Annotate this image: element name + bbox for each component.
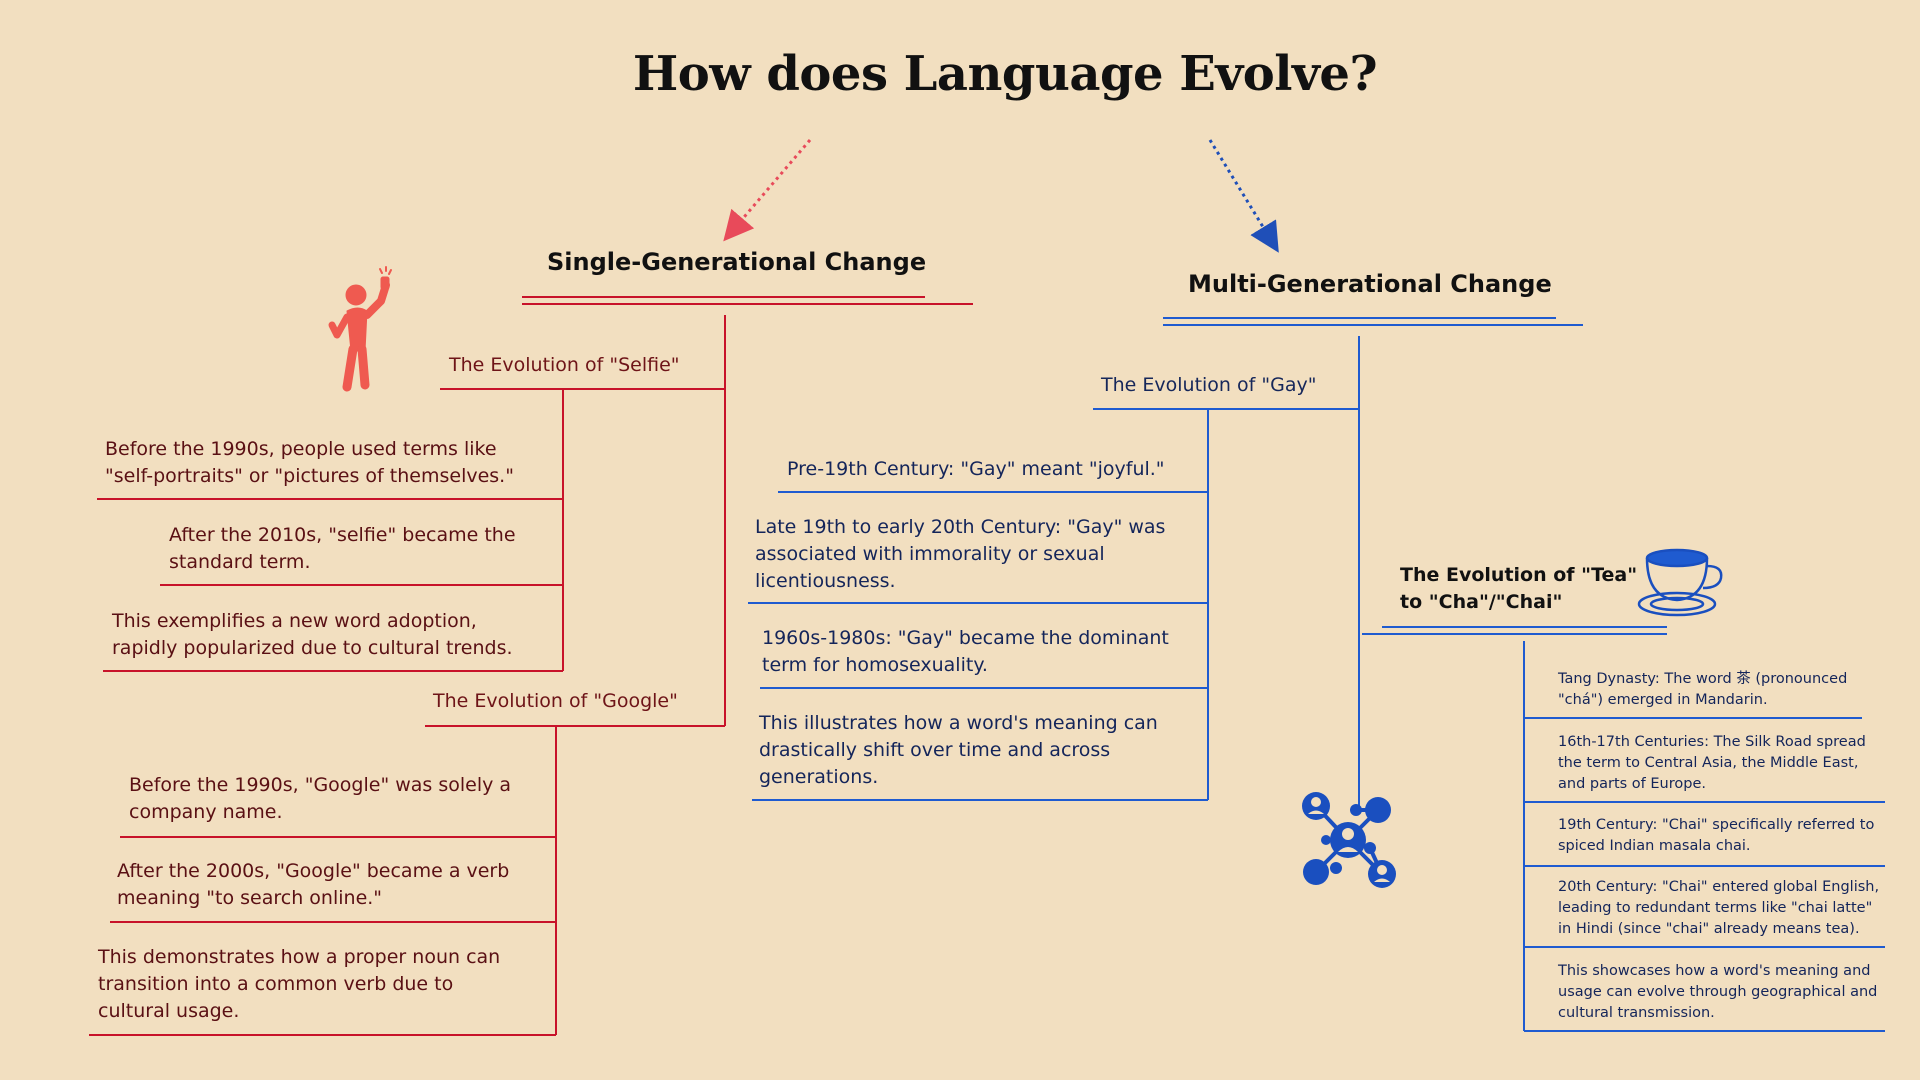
- teacup-icon: [1637, 548, 1723, 617]
- selfie-person-icon: [328, 266, 392, 392]
- tea-item-4: 20th Century: "Chai" entered global Engl…: [1558, 879, 1880, 937]
- arrow-to-multi: [1208, 139, 1279, 253]
- gay-item-1: Pre-19th Century: "Gay" meant "joyful.": [787, 458, 1165, 480]
- tea-item-2: 16th-17th Centuries: The Silk Road sprea…: [1558, 734, 1866, 792]
- tea-branch-heading: The Evolution of "Tea" to "Cha"/"Chai": [1400, 564, 1638, 613]
- gay-item-2: Late 19th to early 20th Century: "Gay" w…: [755, 516, 1166, 592]
- google-item-1: Before the 1990s, "Google" was solely a …: [129, 774, 512, 823]
- selfie-branch-heading: The Evolution of "Selfie": [449, 354, 680, 376]
- selfie-item-1: Before the 1990s, people used terms like…: [105, 438, 514, 487]
- google-item-2: After the 2000s, "Google" became a verb …: [117, 860, 510, 909]
- selfie-item-3: This exemplifies a new word adoption, ra…: [112, 610, 513, 659]
- selfie-item-2: After the 2010s, "selfie" became the sta…: [169, 524, 516, 573]
- google-branch-heading: The Evolution of "Google": [433, 690, 678, 712]
- gay-item-4: This illustrates how a word's meaning ca…: [759, 712, 1158, 788]
- page-title: How does Language Evolve?: [632, 46, 1378, 102]
- arrow-to-single: [723, 139, 812, 242]
- tea-item-3: 19th Century: "Chai" specifically referr…: [1558, 817, 1875, 854]
- gay-branch-heading: The Evolution of "Gay": [1101, 374, 1317, 396]
- google-item-3: This demonstrates how a proper noun can …: [98, 946, 501, 1022]
- network-people-icon: [1302, 792, 1396, 888]
- tea-item-5: This showcases how a word's meaning and …: [1558, 963, 1878, 1021]
- single-generational-heading: Single-Generational Change: [547, 248, 927, 276]
- gay-item-3: 1960s-1980s: "Gay" became the dominant t…: [762, 627, 1169, 676]
- multi-generational-heading: Multi-Generational Change: [1188, 270, 1552, 298]
- tea-item-1: Tang Dynasty: The word 茶 (pronounced "ch…: [1558, 671, 1848, 708]
